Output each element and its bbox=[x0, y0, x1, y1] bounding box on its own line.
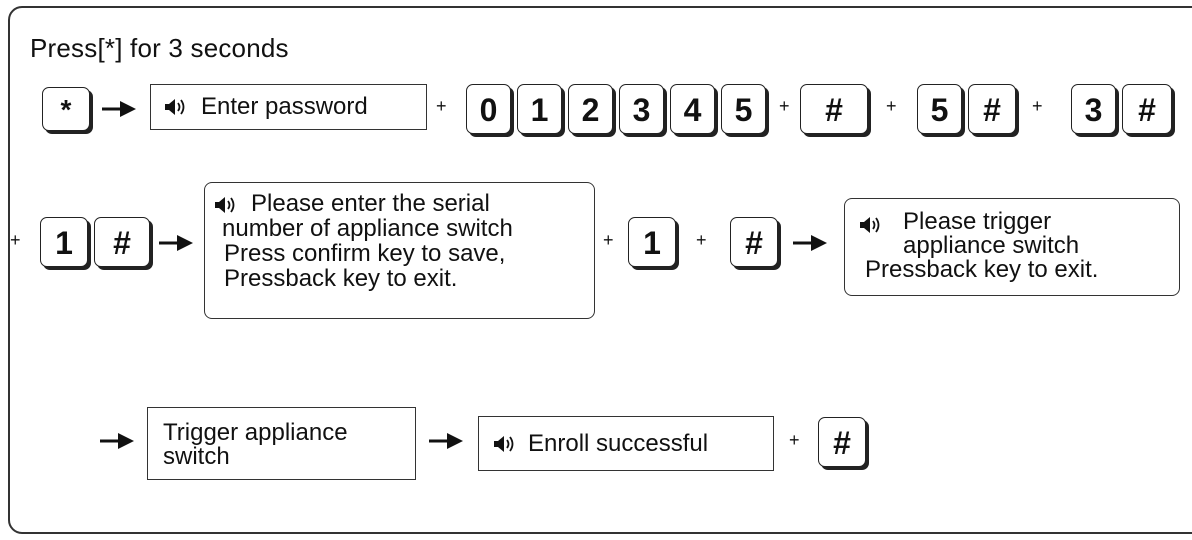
action-trigger-appliance: Trigger appliance switch bbox=[147, 407, 416, 480]
key-5: 5 bbox=[917, 84, 962, 134]
prompt-enter-serial: Please enter the serial number of applia… bbox=[204, 182, 595, 319]
key-3: 3 bbox=[1071, 84, 1116, 134]
plus-sign: + bbox=[779, 96, 790, 116]
right-arrow-icon bbox=[793, 235, 827, 251]
prompt-line: Please trigger bbox=[903, 208, 1052, 235]
prompt-enroll-successful: Enroll successful bbox=[478, 416, 774, 471]
right-arrow-icon bbox=[429, 433, 463, 449]
key-hash: # bbox=[730, 217, 778, 267]
key-hash: # bbox=[968, 84, 1016, 134]
key-2: 2 bbox=[568, 84, 613, 134]
speaker-icon bbox=[165, 99, 185, 115]
diagram-title: Press[*] for 3 seconds bbox=[30, 33, 289, 63]
prompt-line: Please enter the serial bbox=[251, 190, 490, 217]
action-line: Trigger appliance bbox=[163, 419, 348, 446]
prompt-trigger-switch: Please trigger appliance switch Pressbac… bbox=[844, 198, 1180, 296]
plus-sign: + bbox=[10, 230, 21, 250]
prompt-line: Press confirm key to save, bbox=[224, 240, 506, 267]
key-hash: # bbox=[1122, 84, 1172, 134]
key-3: 3 bbox=[619, 84, 664, 134]
speaker-icon bbox=[494, 436, 514, 452]
key-hash: # bbox=[800, 84, 868, 134]
plus-sign: + bbox=[1032, 96, 1043, 116]
right-arrow-icon bbox=[100, 433, 134, 449]
prompt-line: number of appliance switch bbox=[222, 215, 513, 242]
key-5: 5 bbox=[721, 84, 766, 134]
right-arrow-icon bbox=[102, 101, 136, 117]
prompt-line: Pressback key to exit. bbox=[865, 256, 1099, 283]
plus-sign: + bbox=[696, 230, 707, 250]
right-arrow-icon bbox=[159, 235, 193, 251]
key-1: 1 bbox=[628, 217, 676, 267]
prompt-text: Enroll successful bbox=[528, 430, 709, 457]
plus-sign: + bbox=[603, 230, 614, 250]
key-1: 1 bbox=[40, 217, 88, 267]
prompt-line: appliance switch bbox=[903, 232, 1080, 259]
prompt-enter-password: Enter password bbox=[150, 84, 427, 130]
speaker-icon bbox=[860, 217, 880, 233]
speaker-icon bbox=[215, 197, 235, 213]
prompt-text: Enter password bbox=[201, 93, 368, 120]
key-star: * bbox=[42, 87, 90, 131]
key-1: 1 bbox=[517, 84, 562, 134]
plus-sign: + bbox=[789, 430, 800, 450]
plus-sign: + bbox=[886, 96, 897, 116]
key-hash: # bbox=[94, 217, 150, 267]
plus-sign: + bbox=[436, 96, 447, 116]
key-4: 4 bbox=[670, 84, 715, 134]
key-0: 0 bbox=[466, 84, 511, 134]
key-hash: # bbox=[818, 417, 866, 467]
prompt-line: Pressback key to exit. bbox=[224, 265, 458, 292]
diagram-frame bbox=[8, 6, 1192, 534]
action-line: switch bbox=[163, 443, 230, 470]
